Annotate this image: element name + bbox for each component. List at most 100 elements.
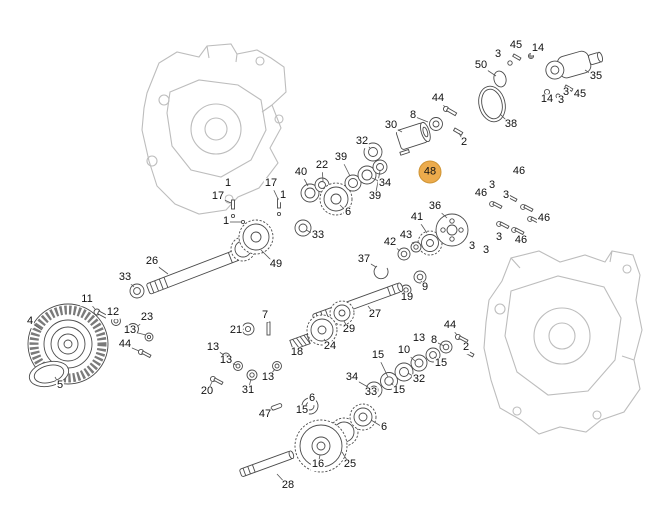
part-callout-15[interactable]: 15	[433, 357, 449, 370]
part-callout-38[interactable]: 38	[503, 118, 519, 131]
part-callout-46[interactable]: 46	[511, 165, 527, 178]
part-callout-2[interactable]: 2	[459, 136, 469, 149]
part-callout-45[interactable]: 45	[508, 39, 524, 52]
highlighted-part-callout-48[interactable]: 48	[418, 160, 442, 184]
part-callout-3[interactable]: 3	[467, 240, 477, 253]
part-callout-10[interactable]: 10	[396, 344, 412, 357]
part-callout-37[interactable]: 37	[356, 253, 372, 266]
part-callout-29[interactable]: 29	[341, 323, 357, 336]
part-callout-39[interactable]: 39	[333, 151, 349, 164]
snap-ring-set-part	[344, 159, 388, 192]
part-callout-42[interactable]: 42	[382, 236, 398, 249]
part-callout-18[interactable]: 18	[289, 346, 305, 359]
gear-pair-part	[306, 300, 355, 346]
gasket-part	[478, 85, 506, 123]
part-callout-3[interactable]: 3	[501, 189, 511, 202]
part-callout-46[interactable]: 46	[513, 234, 529, 247]
part-callout-36[interactable]: 36	[427, 200, 443, 213]
gear-cluster-part	[230, 219, 274, 262]
part-callout-34[interactable]: 34	[344, 371, 360, 384]
part-callout-46[interactable]: 46	[536, 212, 552, 225]
part-callout-46[interactable]: 46	[473, 187, 489, 200]
part-callout-19[interactable]: 19	[399, 291, 415, 304]
part-callout-49[interactable]: 49	[268, 258, 284, 271]
part-callout-22[interactable]: 22	[314, 159, 330, 172]
part-callout-13[interactable]: 13	[411, 332, 427, 345]
part-callout-39[interactable]: 39	[367, 190, 383, 203]
part-callout-7[interactable]: 7	[260, 309, 270, 322]
part-callout-28[interactable]: 28	[280, 479, 296, 492]
part-callout-40[interactable]: 40	[293, 166, 309, 179]
part-callout-1[interactable]: 1	[278, 189, 288, 202]
part-callout-27[interactable]: 27	[367, 308, 383, 321]
part-callout-35[interactable]: 35	[588, 70, 604, 83]
part-callout-15[interactable]: 15	[294, 404, 310, 417]
part-callout-12[interactable]: 12	[105, 306, 121, 319]
part-callout-1[interactable]: 1	[221, 215, 231, 228]
left-housing-outline	[141, 43, 287, 215]
main-shaft-part	[146, 247, 246, 295]
ring-part	[363, 142, 383, 162]
part-callout-3[interactable]: 3	[561, 86, 571, 99]
part-callout-17[interactable]: 17	[210, 190, 226, 203]
part-callout-24[interactable]: 24	[322, 340, 338, 353]
part-callout-9[interactable]: 9	[420, 281, 430, 294]
part-callout-1[interactable]: 1	[223, 177, 233, 190]
part-callout-32[interactable]: 32	[411, 373, 427, 386]
part-callout-44[interactable]: 44	[117, 338, 133, 351]
part-callout-50[interactable]: 50	[473, 59, 489, 72]
part-callout-8[interactable]: 8	[429, 334, 439, 347]
part-callout-16[interactable]: 16	[310, 458, 326, 471]
part-callout-3[interactable]: 3	[481, 244, 491, 257]
part-callout-13[interactable]: 13	[122, 324, 138, 337]
part-callout-8[interactable]: 8	[408, 109, 418, 122]
part-callout-31[interactable]: 31	[240, 384, 256, 397]
part-callout-43[interactable]: 43	[398, 229, 414, 242]
part-callout-14[interactable]: 14	[539, 93, 555, 106]
part-callout-33[interactable]: 33	[310, 229, 326, 242]
pin-part	[399, 148, 410, 156]
part-callout-47[interactable]: 47	[257, 408, 273, 421]
parts-layer	[27, 50, 604, 477]
part-callout-34[interactable]: 34	[377, 177, 393, 190]
part-callout-15[interactable]: 15	[370, 349, 386, 362]
bolt-cluster-right	[489, 194, 541, 236]
detent-parts	[241, 321, 311, 351]
part-callout-33[interactable]: 33	[363, 386, 379, 399]
part-callout-15[interactable]: 15	[391, 384, 407, 397]
part-callout-3[interactable]: 3	[487, 179, 497, 192]
part-callout-25[interactable]: 25	[342, 458, 358, 471]
output-shaft-part	[239, 450, 295, 477]
part-callout-23[interactable]: 23	[139, 311, 155, 324]
part-callout-44[interactable]: 44	[442, 319, 458, 332]
part-callout-3[interactable]: 3	[494, 231, 504, 244]
part-callout-32[interactable]: 32	[354, 135, 370, 148]
part-callout-13[interactable]: 13	[260, 371, 276, 384]
part-callout-33[interactable]: 33	[117, 271, 133, 284]
part-callout-2[interactable]: 2	[461, 341, 471, 354]
bearing-assembly-part	[300, 177, 353, 216]
stud-parts	[230, 198, 282, 225]
part-callout-6[interactable]: 6	[307, 392, 317, 405]
part-callout-17[interactable]: 17	[263, 177, 279, 190]
part-callout-13[interactable]: 13	[218, 354, 234, 367]
part-callout-14[interactable]: 14	[530, 42, 546, 55]
part-callout-30[interactable]: 30	[383, 119, 399, 132]
part-callout-5[interactable]: 5	[55, 379, 65, 392]
part-callout-3[interactable]: 3	[493, 48, 503, 61]
clutch-hub-part	[395, 121, 431, 150]
part-callout-26[interactable]: 26	[144, 255, 160, 268]
part-callout-45[interactable]: 45	[572, 88, 588, 101]
part-callout-6[interactable]: 6	[343, 206, 353, 219]
ring-part	[294, 219, 312, 237]
part-callout-4[interactable]: 4	[25, 315, 35, 328]
part-callout-20[interactable]: 20	[199, 385, 215, 398]
part-callout-6[interactable]: 6	[379, 421, 389, 434]
part-callout-21[interactable]: 21	[228, 324, 244, 337]
part-callout-11[interactable]: 11	[80, 293, 94, 306]
part-callout-3[interactable]: 3	[556, 94, 566, 107]
part-callout-44[interactable]: 44	[430, 92, 446, 105]
part-callout-41[interactable]: 41	[409, 211, 425, 224]
part-callout-13[interactable]: 13	[205, 341, 221, 354]
